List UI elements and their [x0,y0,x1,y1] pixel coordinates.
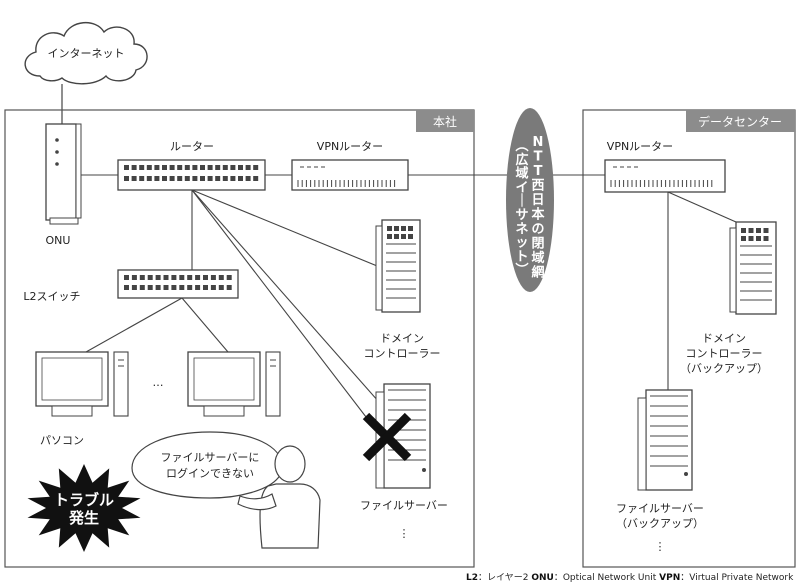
vpn-router-honsha [291,159,409,191]
svg-text:｜: ｜ [515,193,528,209]
domain-controller-honsha [375,219,421,313]
dc-dc-line2: コントローラー [686,347,763,360]
fs-honsha-vdots: ⋮ [399,527,410,540]
trouble-line2: 発生 [68,509,99,527]
onu-label: ONU [46,234,71,247]
dc-honsha-line1: ドメイン [380,332,424,345]
legend-l2-val: ：レイヤー2 [478,573,528,583]
datacenter-tag-label: データセンター [698,114,782,129]
datacenter-tag [686,110,795,132]
svg-text:の: の [531,222,544,237]
speech-bubble: ファイルサーバーに ログインできない [131,431,293,499]
pc-label: パソコン [40,434,84,447]
router-device [117,159,266,191]
onu-device [45,123,82,225]
person-icon [237,445,321,549]
vpn-router-honsha-label: VPNルーター [317,140,383,153]
svg-text:サ: サ [515,208,528,223]
svg-text:ッ: ッ [515,236,528,251]
honsha-tag-label: 本社 [433,114,457,129]
pc-ellipsis: … [153,376,164,389]
legend-vpn-val: ：Virtual Private Network [680,573,794,583]
legend-vpn-key: VPN [659,573,680,583]
svg-text:西: 西 [531,179,544,194]
failure-x-icon [362,412,412,462]
legend-onu-key: ONU [531,573,554,583]
svg-text:N: N [533,135,544,150]
trouble-burst: トラブル 発生 [27,464,141,552]
svg-text:域: 域 [531,250,544,266]
honsha-tag [416,110,474,132]
l2-switch-device [117,269,239,299]
svg-text:T: T [534,150,543,165]
legend-text: L2：レイヤー2 ONU：Optical Network Unit VPN：Vi… [466,573,794,583]
fs-dc-line2: （バックアップ） [616,517,704,530]
dc-dc-line3: （バックアップ） [680,362,768,375]
legend: L2：レイヤー2 ONU：Optical Network Unit VPN：Vi… [466,573,794,583]
legend-l2-key: L2 [466,573,478,583]
router-label: ルーター [170,140,214,153]
svg-text:域: 域 [515,166,528,182]
vpn-router-datacenter [604,159,726,193]
svg-text:ト: ト [515,249,528,264]
vpn-router-dc-label: VPNルーター [607,140,673,153]
fs-dc-vdots: ⋮ [655,540,666,553]
fs-dc-line1: ファイルサーバー [616,502,704,515]
svg-text:ネ: ネ [515,222,528,237]
l2-switch-label: L2スイッチ [23,290,80,303]
fs-honsha-label: ファイルサーバー [360,499,448,512]
svg-text:広: 広 [515,152,528,168]
legend-onu-val: ：Optical Network Unit [554,573,657,583]
svg-text:︶: ︶ [514,262,528,278]
svg-text:︵: ︵ [514,139,528,154]
pc-right [187,351,281,417]
svg-text:閉: 閉 [531,237,544,252]
internet-label: インターネット [48,47,125,60]
dc-honsha-line2: コントローラー [364,347,441,360]
file-server-datacenter [637,389,693,491]
svg-text:イ: イ [515,180,528,195]
domain-controller-datacenter [729,221,777,315]
svg-text:T: T [534,164,543,179]
honsha-frame [4,109,475,568]
speech-line2: ログインできない [166,466,254,480]
svg-text:本: 本 [531,207,544,223]
internet-cloud: インターネット [24,22,148,85]
connection-lines [76,174,737,431]
svg-text:網: 網 [531,265,544,281]
svg-text:日: 日 [531,193,544,208]
pc-left [35,351,129,417]
trouble-line1: トラブル [54,491,114,509]
dc-dc-line1: ドメイン [702,332,746,345]
speech-line1: ファイルサーバーに [161,451,260,464]
